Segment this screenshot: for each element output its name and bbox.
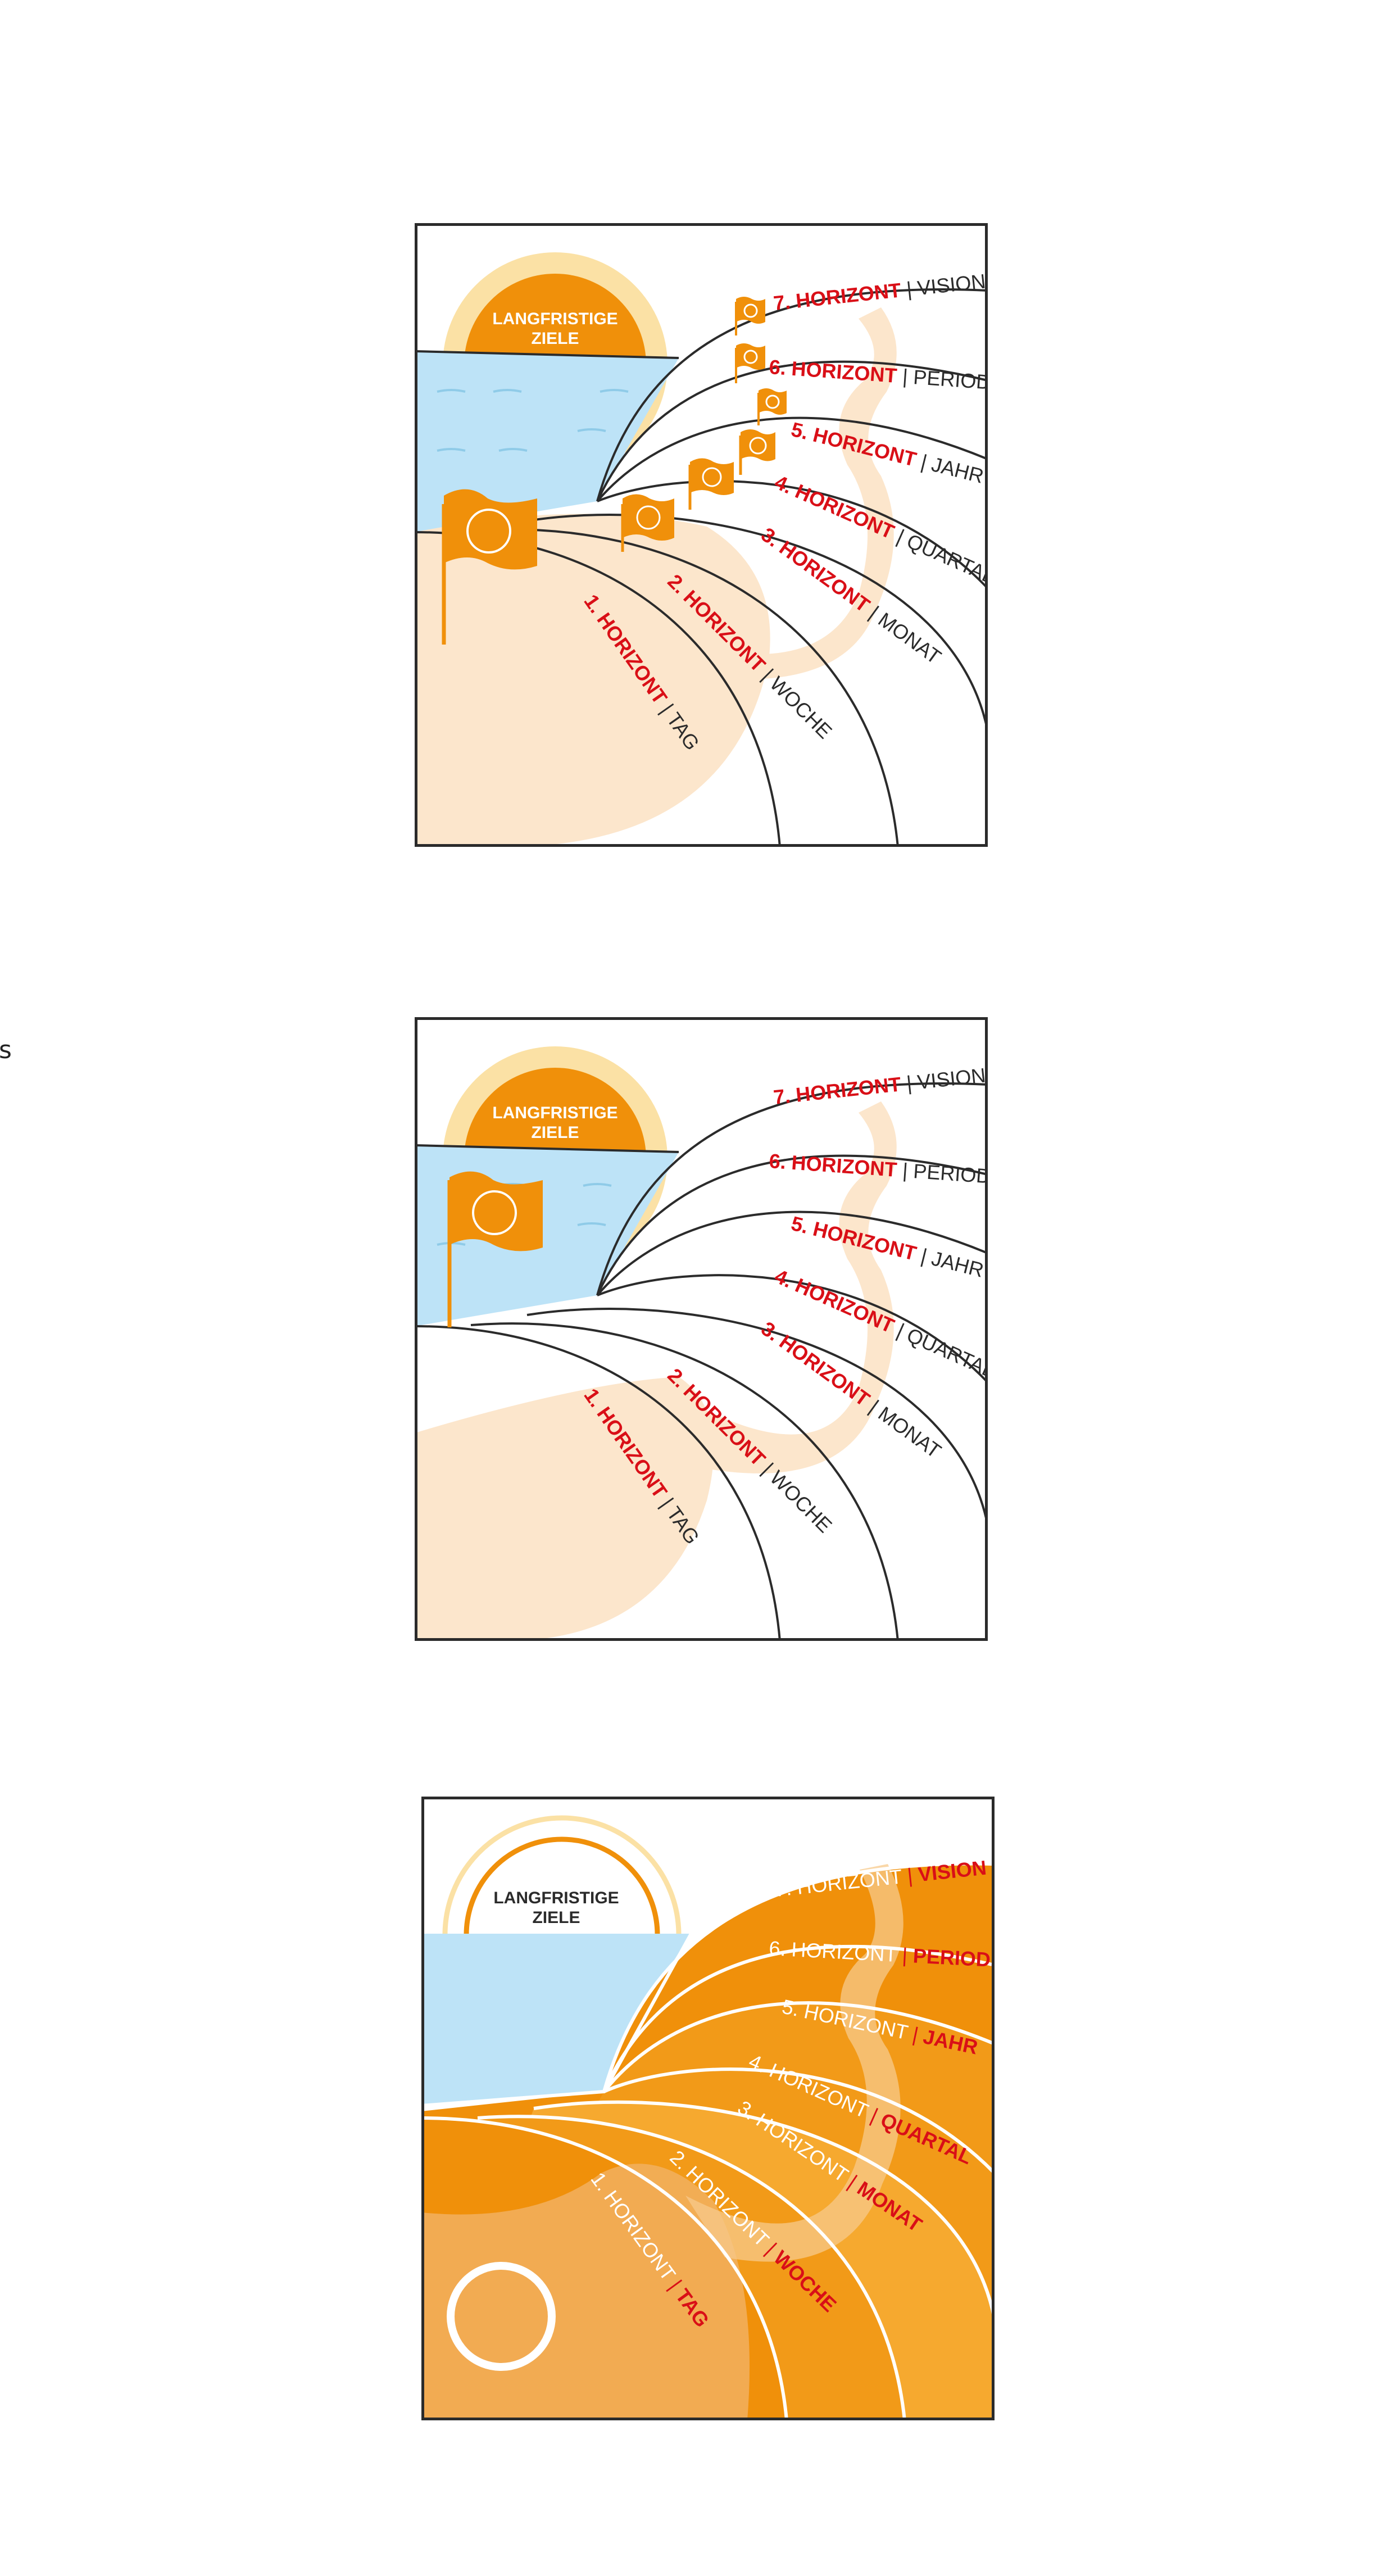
flag-large: [447, 1171, 543, 1327]
sun-outline: [464, 1836, 660, 1935]
horizon-arc-6: [596, 1154, 988, 1296]
horizon-arc-4: [597, 1274, 988, 1384]
horizon-arc-3: [526, 514, 988, 732]
flag-3: [688, 458, 734, 510]
diagram-panel-2: LANGFRISTIGE ZIELE 7. HORIZONT | VISION …: [415, 1017, 988, 1641]
sun-label-line2: ZIELE: [531, 329, 579, 348]
horizons-diagram-filled: LANGFRISTIGE ZIELE 7. HORIZONT | VISION …: [421, 1797, 995, 2420]
flag-6: [735, 343, 765, 383]
horizon-arc-7: [596, 288, 988, 502]
sun-label-line1: LANGFRISTIGE: [492, 310, 617, 328]
sun-halo-outline: [442, 1815, 682, 1935]
horizon-arc-4: [597, 480, 988, 589]
horizon-arc-7: [596, 1082, 988, 1296]
horizon-arc-5: [596, 416, 988, 502]
flag-large: [442, 489, 537, 645]
horizon-arc-2: [477, 2115, 906, 2420]
horizon-arc-2: [470, 528, 899, 847]
panel-frame: [415, 223, 988, 847]
sea: [421, 1934, 691, 2106]
sun-label-line2: ZIELE: [532, 1908, 580, 1927]
horizon-arc-4: [603, 2067, 995, 2175]
horizon-arc-3: [526, 1308, 988, 1526]
flag-2: [621, 494, 674, 552]
diagram-panel-1: LANGFRISTIGE ZIELE 7. HORIZONT | VISION …: [415, 223, 988, 847]
light-area: [421, 2164, 750, 2420]
beach: [415, 514, 770, 847]
horizon-arc-2: [470, 1322, 899, 1641]
sun-label-line1: LANGFRISTIGE: [493, 1889, 619, 1907]
ring-marker: [447, 2262, 556, 2371]
horizon-arc-1: [421, 2116, 788, 2420]
sun-label-line2: ZIELE: [531, 1123, 579, 1142]
horizon-arc-3: [533, 2100, 995, 2320]
flag-4: [739, 429, 775, 475]
horizon-arc-5: [596, 1210, 988, 1296]
panel-frame: [421, 1797, 995, 2420]
sea-horizon-line: [415, 350, 679, 359]
sea: [415, 351, 679, 532]
sea-horizon-line: [415, 1144, 679, 1153]
wave-lines: [437, 1183, 612, 1246]
horizon-arc-5: [602, 2001, 995, 2093]
horizon-arc-1: [415, 1325, 781, 1641]
flag-5: [757, 388, 787, 425]
shore-line: [421, 1933, 693, 2107]
stray-glyph: s: [0, 1036, 12, 1064]
road-to-horizon: [685, 1864, 903, 2262]
sun-label-line1: LANGFRISTIGE: [492, 1104, 617, 1122]
beach: [415, 1377, 714, 1641]
horizons-diagram-single-flag: LANGFRISTIGE ZIELE 7. HORIZONT | VISION …: [415, 1017, 988, 1641]
horizon-arc-7: [602, 1862, 995, 2092]
road-to-horizon: [415, 307, 897, 679]
wave-lines: [437, 389, 629, 452]
panel-frame: [415, 1017, 988, 1641]
diagram-panel-3: LANGFRISTIGE ZIELE 7. HORIZONT | VISION …: [421, 1797, 995, 2420]
horizon-arc-6: [596, 360, 988, 502]
horizons-diagram-flags: LANGFRISTIGE ZIELE 7. HORIZONT | VISION …: [415, 223, 988, 847]
flag-7: [735, 297, 765, 335]
